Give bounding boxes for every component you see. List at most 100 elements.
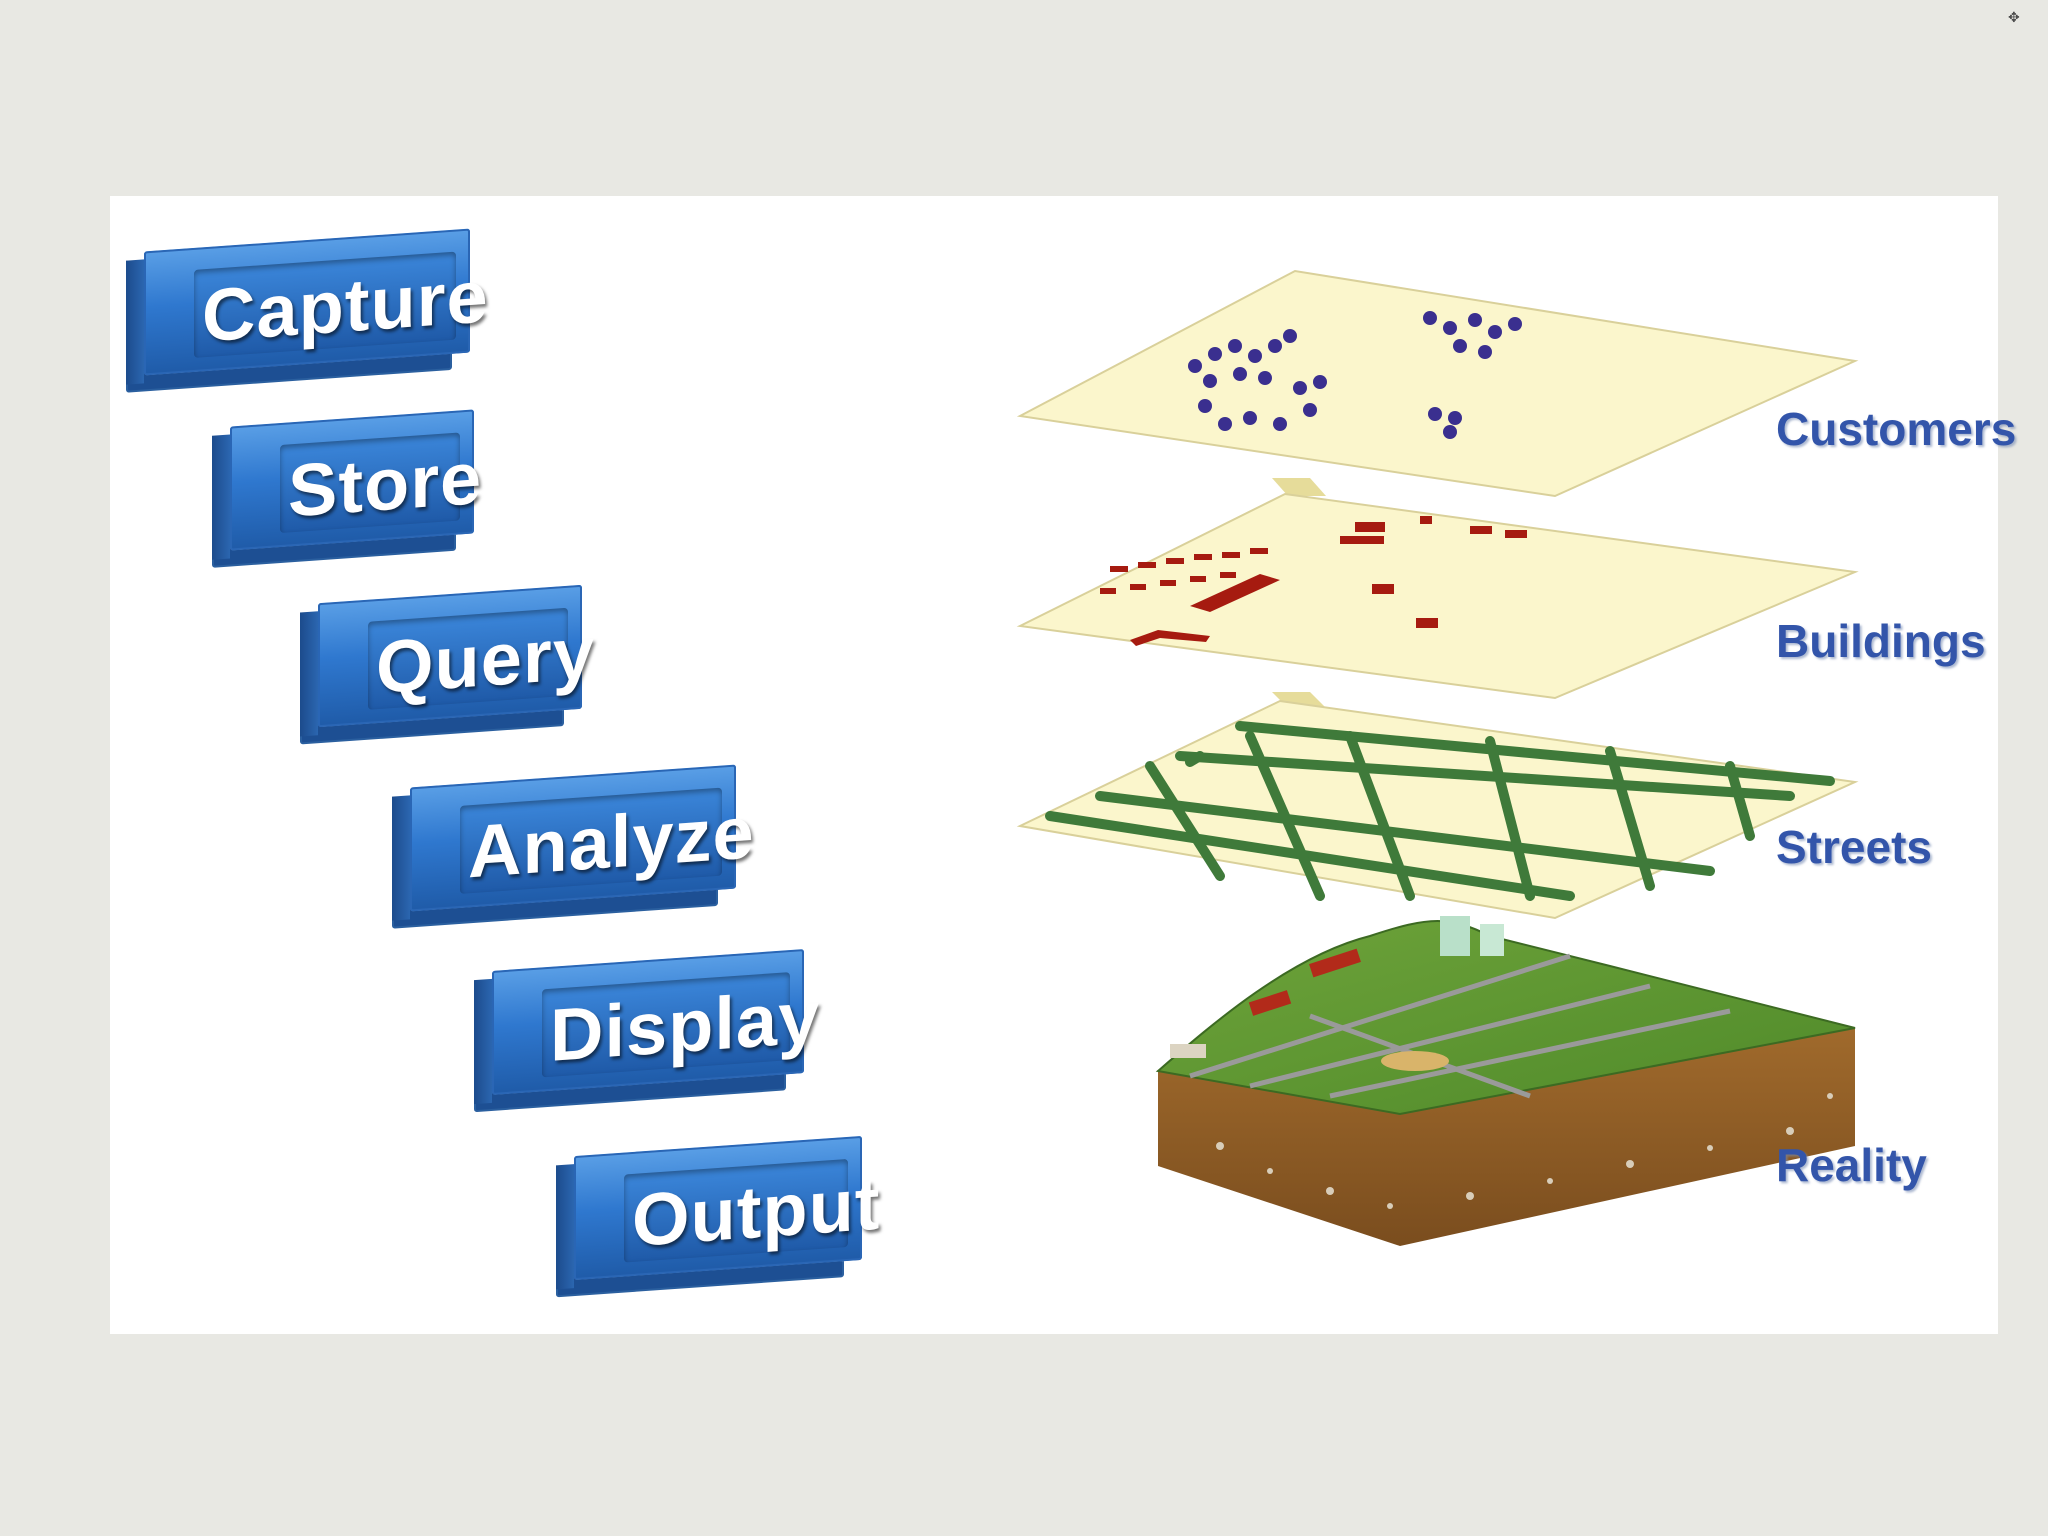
stone [1267,1168,1273,1174]
street [1485,736,1535,901]
customer-pin-icon [1203,374,1217,388]
customer-pin-icon [1218,417,1232,431]
customer-pin-icon [1258,371,1272,385]
label-streets: Streets [1776,821,1932,873]
building-block [1355,522,1385,532]
street [1095,791,1715,876]
customer-pin-icon [1228,339,1242,353]
label-customers: Customers [1776,403,2017,455]
town-building [1309,948,1361,978]
building-block [1372,584,1394,594]
building-block [1222,552,1240,558]
step-store: Store [230,409,482,551]
streets-plane [1016,699,1859,920]
building-block [1130,584,1146,590]
building-block [1420,516,1432,524]
street [1345,731,1415,901]
customer-pin-icon [1188,359,1202,373]
step-capture: Capture [144,228,489,376]
step-output-label: Output [632,1161,881,1263]
street [1605,746,1655,891]
town-building [1248,990,1292,1016]
stone [1547,1178,1553,1184]
street [1245,731,1325,901]
building-block [1505,530,1527,538]
gis-layers: Customers Buildings Streets Reality [1010,196,2016,1334]
stone [1786,1127,1794,1135]
customer-pin-icon [1283,329,1297,343]
label-buildings: Buildings [1776,615,1986,667]
terrain-roads [1189,953,1731,1099]
stone [1326,1187,1334,1195]
customer-pin-icon [1423,311,1437,325]
street [1725,761,1755,841]
diagram-panel: Capture Store Query Analyze Display Outp… [110,196,2016,1334]
ballfield [1381,1051,1449,1071]
building-block [1130,630,1210,646]
customer-pins [1188,311,1522,439]
step-query-label: Query [376,610,595,710]
building-block [1340,536,1384,544]
tower-block [1480,924,1504,956]
building-block [1416,618,1438,628]
customer-pin-icon [1208,347,1222,361]
building-block [1160,580,1176,586]
stone [1387,1203,1393,1209]
layer-connector [1272,478,1326,496]
stone [1466,1192,1474,1200]
customer-pin-icon [1508,317,1522,331]
customer-pin-icon [1293,381,1307,395]
street-network [1045,721,1835,901]
customer-pin-icon [1273,417,1287,431]
road [1249,983,1651,1089]
building-block [1250,548,1268,554]
buildings-layer [1016,492,1859,700]
customer-pin-icon [1198,399,1212,413]
building-block [1190,576,1206,582]
reality-block [1155,916,1856,1246]
stone [1626,1160,1634,1168]
customer-pin-icon [1453,339,1467,353]
stone [1827,1093,1833,1099]
customer-pin-icon [1468,313,1482,327]
step-analyze: Analyze [410,764,755,912]
buildings-plane [1016,492,1859,700]
corner-ornament-icon: ✥ [2008,10,2020,26]
customer-pin-icon [1243,411,1257,425]
building-block [1470,526,1492,534]
building-block [1100,588,1116,594]
customer-pin-icon [1443,321,1457,335]
building-block [1194,554,1212,560]
step-display: Display [492,949,821,1095]
customer-pin-icon [1303,403,1317,417]
tower-block [1440,916,1470,956]
customer-pin-icon [1443,425,1457,439]
customer-pin-icon [1233,367,1247,381]
label-reality: Reality [1776,1139,1927,1191]
building-block [1190,574,1280,612]
building-block [1220,572,1236,578]
customer-pin-icon [1488,325,1502,339]
step-output: Output [574,1135,881,1281]
step-capture-label: Capture [202,254,489,358]
building-blocks [1100,516,1527,646]
soil-stones [1216,1093,1833,1209]
customer-pin-icon [1268,339,1282,353]
step-display-label: Display [550,974,821,1077]
road [1329,1008,1731,1099]
customers-layer [1016,269,1859,498]
customer-pin-icon [1448,411,1462,425]
customer-pin-icon [1428,407,1442,421]
customer-pin-icon [1478,345,1492,359]
stone [1216,1142,1224,1150]
street [1145,761,1225,881]
building-block [1138,562,1156,568]
street [1185,751,1205,767]
street [1175,751,1795,801]
customers-plane [1016,269,1859,498]
streets-layer [1016,699,1859,920]
customer-pin-icon [1313,375,1327,389]
step-query: Query [318,584,595,728]
building-block [1166,558,1184,564]
customer-pin-icon [1248,349,1262,363]
